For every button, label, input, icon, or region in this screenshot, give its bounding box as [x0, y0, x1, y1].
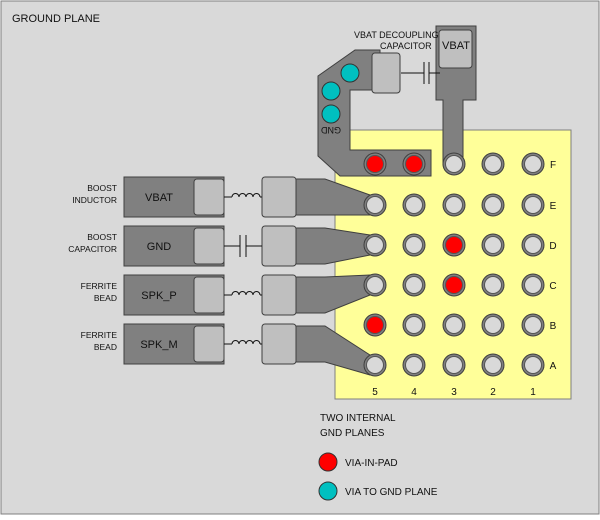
component-label: FERRITE — [81, 281, 118, 291]
ball-pad — [405, 356, 423, 374]
component-label: FERRITE — [81, 330, 118, 340]
ball-pad — [445, 196, 463, 214]
decoupling-label-line2: CAPACITOR — [380, 41, 432, 51]
component-label: CAPACITOR — [68, 244, 117, 254]
ball-pad — [484, 236, 502, 254]
row-label: A — [550, 361, 557, 372]
ball-pad — [366, 356, 384, 374]
ball-pad — [405, 316, 423, 334]
component-pad-right — [261, 274, 297, 316]
column-label: 2 — [490, 387, 496, 398]
ball-pad — [524, 276, 542, 294]
row-label: C — [549, 281, 556, 292]
ball-pad — [445, 316, 463, 334]
ball-pad — [524, 155, 542, 173]
component-2: SPK_P FERRITE BEAD — [81, 274, 376, 316]
component-pad-right — [261, 225, 297, 267]
inductor-symbol — [231, 291, 261, 296]
component-pad-right — [261, 176, 297, 218]
column-label: 4 — [411, 387, 417, 398]
legend-caption-line1: TWO INTERNAL — [320, 413, 396, 424]
decoupling-pad-gnd — [371, 52, 401, 94]
component-pad-label: SPK_P — [141, 290, 176, 302]
ball-via-in-pad — [405, 155, 423, 173]
ball-pad — [524, 236, 542, 254]
component-3: SPK_M FERRITE BEAD — [81, 323, 376, 376]
row-labels: F E D C B A — [549, 160, 556, 372]
component-pad-left — [193, 227, 225, 265]
decoupling-pad-vbat-top — [438, 29, 473, 69]
ball-pad — [484, 155, 502, 173]
ball-via-in-pad — [366, 155, 384, 173]
component-pad-left — [193, 276, 225, 314]
ball-via-in-pad — [445, 276, 463, 294]
decoupling-vbat-label: VBAT — [442, 40, 470, 52]
legend-via-gnd-swatch — [318, 481, 338, 501]
component-group: VBAT BOOST INDUCTOR GND BOOST CAPACITOR SPK_P F… — [68, 176, 376, 376]
inductor-symbol — [231, 340, 261, 345]
ball-pad — [484, 316, 502, 334]
decoupling-capacitor-symbol — [401, 62, 440, 84]
ball-via-in-pad — [445, 236, 463, 254]
legend-caption-line2: GND PLANES — [320, 428, 385, 439]
ball-pad — [366, 196, 384, 214]
ball-pad — [366, 276, 384, 294]
gnd-via — [321, 81, 341, 101]
component-pad-label: GND — [147, 241, 172, 253]
ball-pad — [445, 155, 463, 173]
column-label: 1 — [530, 387, 536, 398]
row-label: E — [550, 201, 557, 212]
ball-pad — [405, 276, 423, 294]
component-1: GND BOOST CAPACITOR — [68, 225, 376, 267]
legend-via-in-pad-label: VIA-IN-PAD — [345, 458, 398, 469]
ball-pad — [484, 276, 502, 294]
ground-plane-title: GROUND PLANE — [12, 13, 100, 25]
ball-pad — [445, 356, 463, 374]
component-label: BOOST — [87, 232, 117, 242]
ball-pad — [405, 196, 423, 214]
ball-grid — [363, 152, 545, 377]
component-pad-left — [193, 178, 225, 216]
ball-pad — [524, 196, 542, 214]
legend-via-gnd-label: VIA TO GND PLANE — [345, 487, 438, 498]
component-label: BOOST — [87, 183, 117, 193]
ball-pad — [524, 316, 542, 334]
ball-pad — [366, 236, 384, 254]
ball-pad — [405, 236, 423, 254]
ball-pad — [524, 356, 542, 374]
component-label: INDUCTOR — [72, 195, 117, 205]
gnd-via — [340, 63, 360, 83]
component-pad-label: VBAT — [145, 192, 173, 204]
decoupling-gnd-label: GND — [321, 125, 342, 135]
column-label: 3 — [451, 387, 457, 398]
column-labels: 5 4 3 2 1 — [372, 387, 536, 398]
ball-pad — [484, 196, 502, 214]
column-label: 5 — [372, 387, 378, 398]
component-label: BEAD — [94, 293, 117, 303]
row-label: B — [550, 321, 557, 332]
row-label: F — [550, 160, 556, 171]
ball-pad — [484, 356, 502, 374]
decoupling-label-line1: VBAT DECOUPLING — [354, 30, 439, 40]
legend-via-in-pad-swatch — [318, 452, 338, 472]
component-pad-label: SPK_M — [140, 339, 177, 351]
inductor-symbol — [231, 193, 261, 198]
component-pad-right — [261, 323, 297, 365]
component-pad-left — [193, 325, 225, 363]
component-label: BEAD — [94, 342, 117, 352]
gnd-via — [321, 104, 341, 124]
row-label: D — [549, 241, 556, 252]
ball-via-in-pad — [366, 316, 384, 334]
